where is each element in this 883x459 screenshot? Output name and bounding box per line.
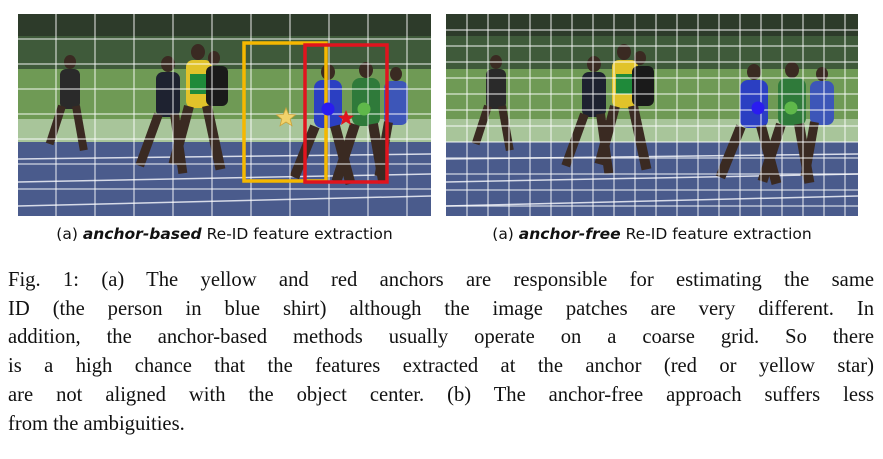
panel-label: (a) bbox=[56, 225, 78, 243]
race-photo-anchor-based bbox=[18, 14, 431, 216]
blue-center-marker bbox=[751, 101, 765, 115]
runner-figures bbox=[471, 44, 834, 185]
caption-line: Fig. 1: (a) The yellow and red anchors a… bbox=[8, 269, 874, 291]
panel-keyword: anchor-based bbox=[82, 225, 202, 243]
green-center-marker bbox=[357, 102, 371, 116]
panel-anchor-free: (a) anchor-free Re-ID feature extraction bbox=[446, 14, 858, 244]
yellow-star-anchor bbox=[275, 106, 297, 127]
red-anchor-box bbox=[303, 43, 389, 184]
figure: (a) anchor-based Re-ID feature extractio… bbox=[18, 14, 864, 244]
caption-line: addition, the anchor-based methods usual… bbox=[8, 326, 874, 349]
race-photo-illustration bbox=[446, 14, 858, 216]
panel-anchor-based: (a) anchor-based Re-ID feature extractio… bbox=[18, 14, 431, 244]
race-photo-illustration bbox=[18, 14, 431, 216]
red-star-anchor bbox=[338, 110, 354, 125]
panel-label: (a) bbox=[492, 225, 514, 243]
figure-caption: Fig. 1: (a) The yellow and red anchors a… bbox=[8, 266, 874, 438]
feature-grid bbox=[446, 14, 858, 216]
blue-center-marker bbox=[321, 102, 335, 116]
panel-caption-anchor-free: (a) anchor-free Re-ID feature extraction bbox=[446, 225, 858, 243]
caption-line: are not aligned with the object center. … bbox=[8, 383, 874, 406]
caption-line: ID (the person in blue shirt) although t… bbox=[8, 297, 874, 320]
race-photo-anchor-free bbox=[446, 14, 858, 216]
panel-caption-text: Re-ID feature extraction bbox=[625, 225, 812, 243]
green-center-marker bbox=[784, 101, 798, 115]
caption-line: from the ambiguities. bbox=[8, 412, 185, 435]
panel-caption-text: Re-ID feature extraction bbox=[206, 225, 393, 243]
panel-keyword: anchor-free bbox=[518, 225, 621, 243]
panel-caption-anchor-based: (a) anchor-based Re-ID feature extractio… bbox=[18, 225, 431, 243]
caption-line: is a high chance that the features extra… bbox=[8, 355, 874, 378]
